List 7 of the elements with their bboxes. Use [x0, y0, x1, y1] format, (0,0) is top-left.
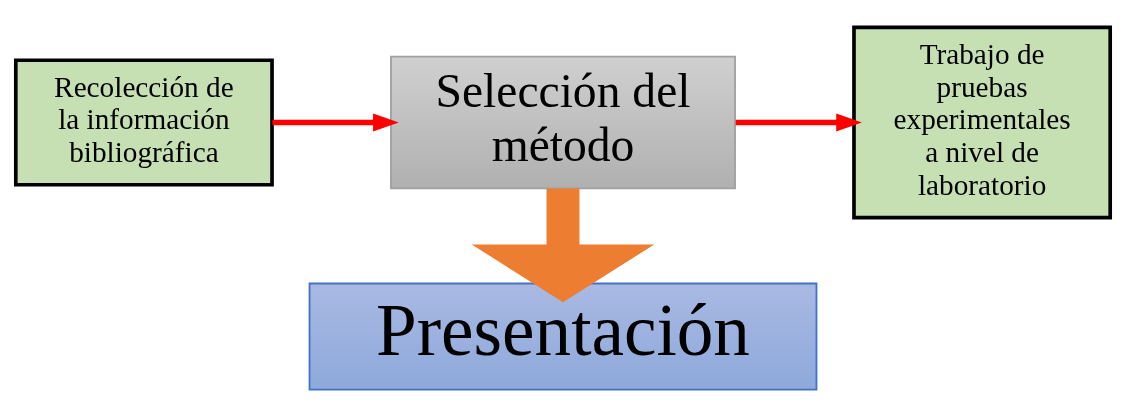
node-box: Presentación: [308, 282, 818, 391]
node-box: Selección del método: [390, 55, 736, 189]
node-box: Trabajo de pruebas experimentales a nivel de laboratorio: [852, 25, 1113, 219]
arrow: [471, 188, 655, 302]
arrow: [272, 113, 399, 131]
node-box: Recolección de la información bibliográfica: [13, 57, 274, 187]
arrow: [735, 113, 862, 131]
